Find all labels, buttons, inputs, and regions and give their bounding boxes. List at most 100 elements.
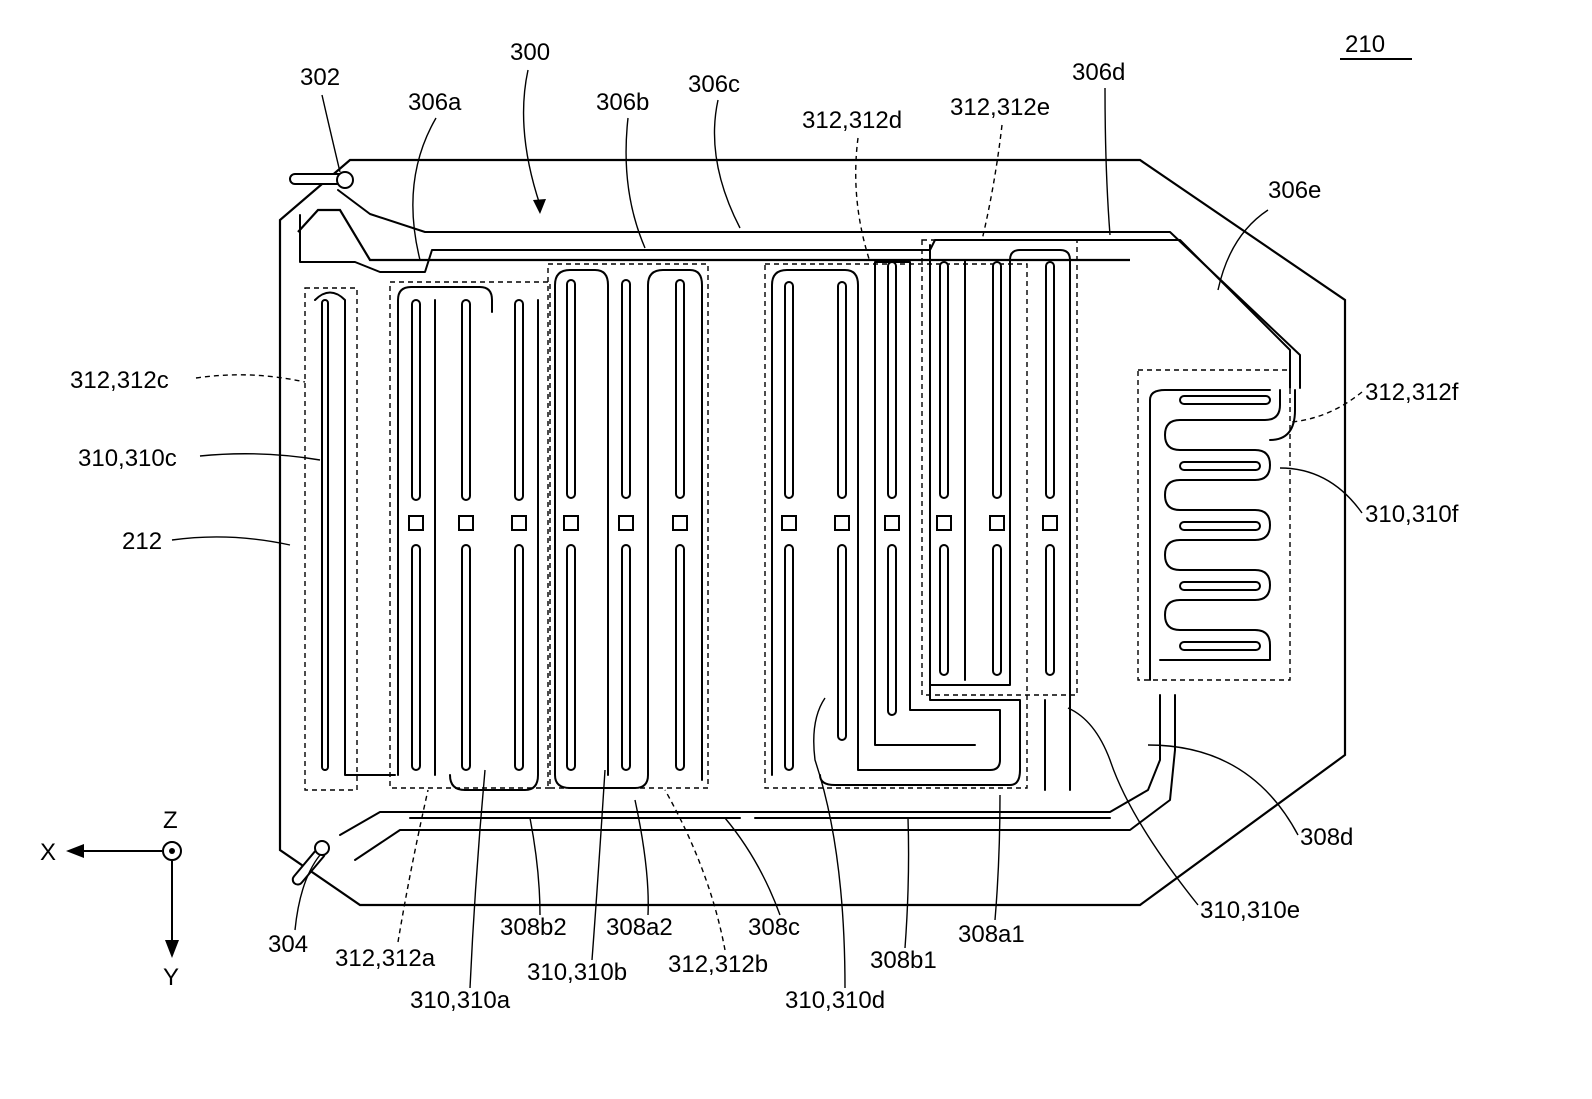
leader-308a1 xyxy=(995,795,1000,920)
label-310f: 310,310f xyxy=(1365,501,1459,528)
slot-f3 xyxy=(1180,522,1260,530)
label-308b1: 308b1 xyxy=(870,947,937,974)
slot-e6 xyxy=(1046,545,1054,675)
leader-310c xyxy=(200,454,320,460)
slot-b2 xyxy=(622,280,630,498)
slot-b6 xyxy=(676,545,684,770)
pad-a1 xyxy=(409,516,423,530)
label-306e: 306e xyxy=(1268,177,1321,204)
pad-d2 xyxy=(835,516,849,530)
leader-310d xyxy=(814,698,845,988)
slot-a5 xyxy=(462,545,470,770)
label-312d: 312,312d xyxy=(802,107,902,134)
slot-a2 xyxy=(462,300,470,500)
slot-b3 xyxy=(676,280,684,498)
leader-306d xyxy=(1105,88,1110,235)
serpentine-310f-outer xyxy=(1150,390,1295,680)
pad-d1 xyxy=(782,516,796,530)
slot-310c xyxy=(322,300,328,770)
leader-312e xyxy=(982,125,1002,240)
leader-308b2 xyxy=(530,818,540,915)
figure-number: 210 xyxy=(1345,31,1385,58)
pad-a2 xyxy=(459,516,473,530)
slot-e1 xyxy=(940,262,948,498)
pad-a3 xyxy=(512,516,526,530)
pad-b2 xyxy=(619,516,633,530)
pad-d3 xyxy=(885,516,899,530)
slot-d5 xyxy=(838,545,846,740)
slot-b4 xyxy=(567,545,575,770)
pad-e2 xyxy=(990,516,1004,530)
label-306b: 306b xyxy=(596,89,649,116)
leader-300 xyxy=(524,70,540,205)
slot-d6 xyxy=(888,545,896,715)
plate-outline xyxy=(280,160,1345,905)
slot-e4 xyxy=(940,545,948,675)
leader-308b1 xyxy=(905,818,909,948)
label-212: 212 xyxy=(122,528,162,555)
label-306d: 306d xyxy=(1072,59,1125,86)
label-308b2: 308b2 xyxy=(500,914,567,941)
slot-f1 xyxy=(1180,396,1270,404)
leader-306e xyxy=(1218,210,1268,290)
slot-a3 xyxy=(515,300,523,500)
leader-306a xyxy=(413,118,436,260)
axis-label-y: Y xyxy=(163,964,179,991)
leader-308c xyxy=(725,818,780,915)
slot-d1 xyxy=(785,282,793,498)
leader-306c xyxy=(714,100,740,228)
label-308a1: 308a1 xyxy=(958,921,1025,948)
slot-d2 xyxy=(838,282,846,498)
label-306c: 306c xyxy=(688,71,740,98)
header-channel-outer xyxy=(300,215,1290,388)
slot-f4 xyxy=(1180,582,1260,590)
leader-312f xyxy=(1292,392,1362,422)
label-312c: 312,312c xyxy=(70,367,169,394)
label-310c: 310,310c xyxy=(78,445,177,472)
label-312b: 312,312b xyxy=(668,951,768,978)
slot-e3 xyxy=(1046,262,1054,498)
label-312a: 312,312a xyxy=(335,945,436,972)
label-306a: 306a xyxy=(408,89,462,116)
axis-label-z: Z xyxy=(163,807,178,834)
label-310e: 310,310e xyxy=(1200,897,1300,924)
slot-a6 xyxy=(515,545,523,770)
pad-e1 xyxy=(937,516,951,530)
label-304: 304 xyxy=(268,931,308,958)
leader-312b xyxy=(665,790,725,950)
slot-b5 xyxy=(622,545,630,770)
slot-d3 xyxy=(888,262,896,498)
label-308c: 308c xyxy=(748,914,800,941)
label-310b: 310,310b xyxy=(527,959,627,986)
leader-310f xyxy=(1280,468,1362,513)
label-312f: 312,312f xyxy=(1365,379,1459,406)
slot-e5 xyxy=(993,545,1001,675)
header-channel-inner xyxy=(338,190,1300,388)
label-308d: 308d xyxy=(1300,824,1353,851)
slot-a1 xyxy=(412,300,420,500)
axis-indicator xyxy=(66,842,181,958)
label-302: 302 xyxy=(300,64,340,91)
arrow-300 xyxy=(533,199,546,214)
leader-312c xyxy=(196,375,305,382)
label-300: 300 xyxy=(510,39,550,66)
leader-212 xyxy=(172,537,290,545)
slot-f2 xyxy=(1180,462,1260,470)
pad-b3 xyxy=(673,516,687,530)
slot-d4 xyxy=(785,545,793,770)
label-308a2: 308a2 xyxy=(606,914,673,941)
pad-b1 xyxy=(564,516,578,530)
slot-e2 xyxy=(993,262,1001,498)
leader-310a xyxy=(470,770,485,988)
axis-label-x: X xyxy=(40,839,56,866)
label-310a: 310,310a xyxy=(410,987,511,1014)
leader-312d xyxy=(856,138,870,262)
label-312e: 312,312e xyxy=(950,94,1050,121)
leader-310e xyxy=(1068,708,1198,905)
plate-inner-outline xyxy=(298,210,1130,260)
leader-306b xyxy=(626,118,645,248)
slot-b1 xyxy=(567,280,575,498)
pad-e3 xyxy=(1043,516,1057,530)
slot-a4 xyxy=(412,545,420,770)
